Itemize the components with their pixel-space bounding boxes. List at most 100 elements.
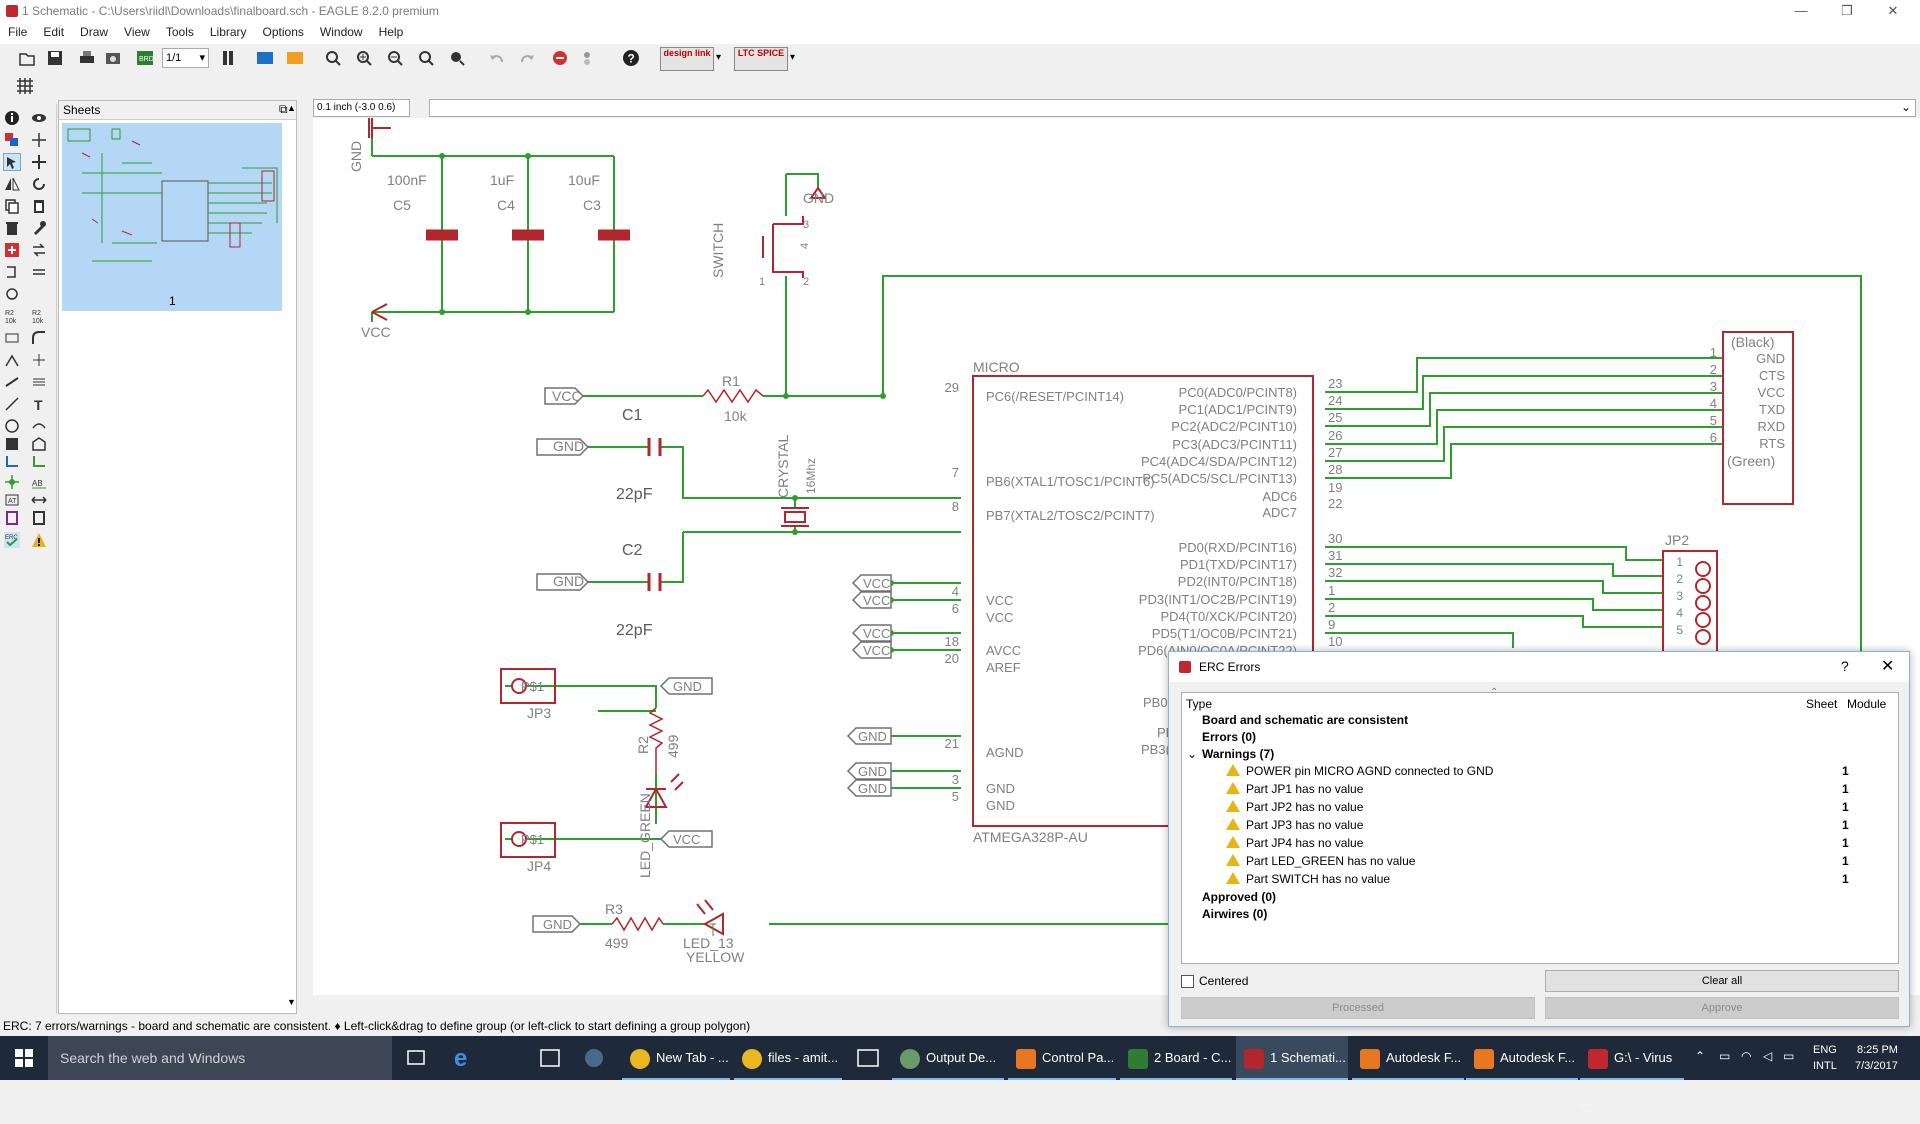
rect-icon[interactable] [4,436,20,452]
bus-icon[interactable] [4,454,20,470]
photos-icon[interactable] [852,1036,884,1080]
list-item[interactable]: Approved (0) [1182,889,1898,906]
chevron-down-icon[interactable]: ⌄ [1187,747,1198,761]
store-icon[interactable] [534,1036,566,1080]
frame-icon[interactable] [4,510,20,526]
wire-icon[interactable] [4,396,20,412]
clock-time[interactable]: 8:25 PM [1857,1044,1898,1056]
move-cross-icon[interactable] [31,154,47,170]
zoom-select-icon[interactable] [417,49,435,67]
task-autodesk-1[interactable]: Autodesk F... [1352,1036,1464,1080]
gate-swap-icon[interactable] [4,264,20,280]
start-button[interactable] [0,1036,48,1080]
sheet-thumbnail[interactable] [62,123,282,311]
go-icon[interactable] [578,49,596,67]
open-icon[interactable] [18,49,36,67]
list-item[interactable]: Board and schematic are consistent [1182,712,1898,729]
dock-icon[interactable]: ⧉ [279,102,288,116]
task-chrome-files[interactable]: files - amit... [734,1036,842,1080]
replace-icon[interactable] [31,242,47,258]
erc-icon[interactable]: ERC [4,532,20,548]
zoom-in-icon[interactable] [355,49,373,67]
checkbox-box[interactable] [1181,975,1194,988]
menu-file[interactable]: File [8,25,28,39]
menu-view[interactable]: View [124,25,150,39]
language-layout[interactable]: INTL [1813,1060,1837,1072]
menu-window[interactable]: Window [319,25,363,39]
script-icon[interactable] [220,49,238,67]
show-icon[interactable] [31,110,47,126]
zoom-redraw-icon[interactable] [448,49,466,67]
menu-library[interactable]: Library [209,25,247,39]
menu-tools[interactable]: Tools [165,25,194,39]
scr-icon[interactable] [256,49,274,67]
invoke-icon[interactable] [4,286,20,302]
arc-icon[interactable] [31,418,47,434]
network-icon[interactable]: ◠ [1741,1049,1752,1063]
delete-icon[interactable] [4,220,20,236]
clear-all-button[interactable]: Clear all [1545,970,1899,992]
command-line-input[interactable]: ⌄ [429,99,1916,117]
erc-list[interactable]: Type Sheet Module ⌃ Board and schematic … [1181,687,1899,964]
zoom-out-icon[interactable] [386,49,404,67]
copy-icon[interactable] [4,198,20,214]
ulp-icon[interactable] [286,49,304,67]
notification-icon[interactable]: ▭ [1783,1049,1795,1063]
paste-icon[interactable] [31,198,47,214]
rotate-icon[interactable] [31,176,47,192]
steam-icon[interactable] [578,1036,610,1080]
undo-icon[interactable] [488,49,506,67]
language-code[interactable]: ENG [1813,1044,1837,1056]
menu-draw[interactable]: Draw [80,25,109,39]
menu-edit[interactable]: Edit [43,25,65,39]
clock-date[interactable]: 7/3/2017 [1855,1060,1898,1072]
task-output[interactable]: Output De... [892,1036,1004,1080]
errors-warning-icon[interactable] [31,532,47,548]
close-button[interactable]: ✕ [1881,658,1895,675]
label-icon[interactable]: AB [31,474,47,490]
minimize-button[interactable]: — [1794,3,1808,18]
mark-icon[interactable] [31,132,47,148]
add-icon[interactable] [4,242,20,258]
help-icon[interactable]: ? [622,49,640,67]
route-icon[interactable] [4,374,20,390]
info-icon[interactable] [4,110,20,126]
split-icon[interactable] [4,352,20,368]
zoom-fit-icon[interactable] [324,49,342,67]
scroll-down-icon[interactable]: ▼ [287,997,296,1007]
column-sheet[interactable]: Sheet [1806,697,1838,711]
menu-help[interactable]: Help [378,25,404,39]
redo-icon[interactable] [518,49,536,67]
edge-icon[interactable]: e [448,1036,480,1080]
circle-icon[interactable] [4,418,20,434]
taskbar-search[interactable]: Search the web and Windows [48,1036,392,1080]
ltspice-button[interactable]: LTC SPICE [734,47,788,71]
chevron-down-icon[interactable]: ▾ [716,52,722,63]
close-button[interactable]: ✕ [1887,3,1899,18]
task-control-panel[interactable]: Control Pa... [1008,1036,1116,1080]
stop-icon[interactable] [551,49,569,67]
column-module[interactable]: Module [1847,697,1887,711]
sheet-select[interactable]: 1/1▾ [162,48,209,68]
approve-button[interactable]: Approve [1545,997,1899,1019]
help-button[interactable]: ? [1841,658,1849,674]
task-view-icon[interactable] [400,1036,432,1080]
chevron-up-icon[interactable]: ⌃ [1695,1049,1706,1063]
dimension-icon[interactable] [31,492,47,508]
move-icon[interactable] [3,153,21,171]
attribute-icon[interactable]: AT [4,492,20,508]
polygon-icon[interactable] [31,436,47,452]
cam-icon[interactable] [104,49,122,67]
ripup-icon[interactable] [31,374,47,390]
list-item[interactable]: Airwires (0) [1182,906,1898,923]
scroll-up-icon[interactable]: ▲ [287,103,296,113]
task-eagle-schematic[interactable]: 1 Schemati... [1236,1036,1348,1080]
processed-button[interactable]: Processed [1181,997,1535,1019]
chevron-down-icon[interactable]: ⌄ [1900,100,1911,114]
